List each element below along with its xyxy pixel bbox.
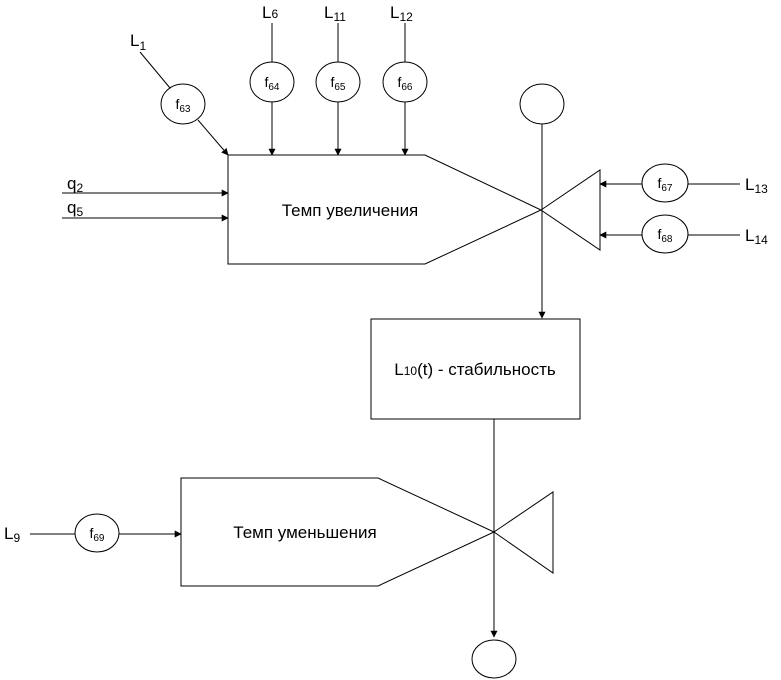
source-circle[interactable] bbox=[519, 83, 565, 125]
f63-label: f63 bbox=[175, 96, 190, 115]
increase-rate-label: Темп увеличения bbox=[282, 201, 419, 220]
decrease-rate-label: Темп уменьшения bbox=[233, 523, 376, 542]
L11-label: L11 bbox=[324, 3, 346, 24]
stability-stock-label: L10(t) - стабильность bbox=[394, 360, 556, 379]
f67-label: f67 bbox=[657, 175, 672, 194]
f65-label: f65 bbox=[330, 74, 345, 93]
f64-label: f64 bbox=[264, 74, 279, 93]
L13-label: L13 bbox=[745, 175, 768, 196]
q5-label: q5 bbox=[67, 198, 83, 219]
f68-node[interactable] bbox=[641, 214, 689, 254]
L14-label: L14 bbox=[745, 226, 768, 247]
L1-to-f63-line bbox=[139, 51, 171, 89]
sink-circle[interactable] bbox=[471, 639, 517, 679]
stability-stock-box[interactable] bbox=[370, 318, 581, 420]
increase-rate-block[interactable] bbox=[227, 154, 543, 265]
f63-node[interactable] bbox=[160, 83, 206, 125]
L12-label: L12 bbox=[390, 3, 413, 24]
f69-node[interactable] bbox=[74, 513, 120, 553]
L1-label: L1 bbox=[130, 31, 146, 53]
L6-label: L6 bbox=[262, 3, 278, 22]
f69-label: f69 bbox=[89, 525, 104, 544]
increase-valve[interactable] bbox=[540, 169, 601, 251]
f67-node[interactable] bbox=[641, 163, 689, 203]
q2-label: q2 bbox=[67, 174, 83, 195]
decrease-rate-block[interactable] bbox=[180, 477, 496, 587]
f66-label: f66 bbox=[397, 74, 412, 93]
decrease-valve[interactable] bbox=[493, 491, 554, 574]
f63-to-block-arrow bbox=[197, 119, 229, 156]
L9-label: L9 bbox=[4, 524, 20, 545]
f68-label: f68 bbox=[657, 226, 672, 245]
